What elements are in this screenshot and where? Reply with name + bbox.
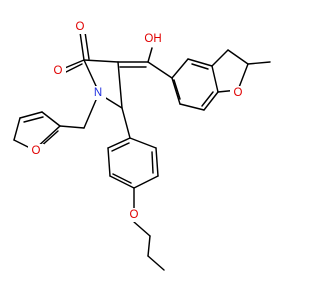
bond-ar-inner3 <box>173 79 181 100</box>
bond-oether-c1 <box>133 221 151 237</box>
bond-df3 <box>237 63 249 91</box>
atom-nitrogen: N <box>94 87 102 99</box>
bond-ph6 <box>107 137 131 149</box>
atom-o-ether: O <box>130 209 139 221</box>
bond-c4-c5 <box>117 61 123 109</box>
bond-c2-c3 <box>83 59 97 87</box>
bond-exo-oh <box>147 47 153 63</box>
bond-ph2 <box>155 147 159 177</box>
bond-ar-inner2 <box>201 91 214 107</box>
bond-ar1 <box>171 58 189 79</box>
bond-ph-inner3 <box>111 142 130 152</box>
bond-ph1 <box>129 137 157 149</box>
atom-hydroxyl: OH <box>144 33 161 45</box>
bond-fu1 <box>41 111 61 127</box>
bond-ar3 <box>211 65 219 93</box>
bond-fu-inner1 <box>23 116 44 123</box>
bond-df1 <box>211 49 229 67</box>
bond-exo-aryl <box>147 61 173 79</box>
bond-methyl <box>247 61 271 65</box>
bond-ar2 <box>187 58 213 67</box>
bond-ph5 <box>107 147 111 177</box>
bond-c3-o-double-a <box>79 31 85 61</box>
bond-ch2-furan <box>59 125 85 129</box>
bond-c5-ph <box>121 107 131 139</box>
molecule-diagram: O O OH N O O O <box>13 20 271 271</box>
bond-ph3 <box>133 175 159 189</box>
bond-ph-inner2 <box>112 173 132 184</box>
bond-ph4 <box>109 175 135 189</box>
atom-o-ketone: O <box>76 21 85 33</box>
bond-fu2 <box>19 111 43 119</box>
bond-c3-o-double-b <box>84 31 90 60</box>
bond-propyl-c2c3 <box>147 255 165 271</box>
atom-o-furan: O <box>32 145 41 157</box>
bond-ar-inner1 <box>191 63 209 70</box>
bond-ar4 <box>203 91 219 111</box>
atom-o-lactam: O <box>54 65 63 77</box>
atom-o-dihydrofuran: O <box>234 87 243 99</box>
bond-fu3 <box>13 117 21 141</box>
bond-ar5 <box>179 103 205 111</box>
bond-propyl-c1c2 <box>147 235 151 257</box>
bond-n-ch2 <box>83 99 97 129</box>
atom-labels: O O OH N O O O <box>28 20 246 222</box>
bond-ph-inner1 <box>151 151 154 174</box>
bond-df2 <box>227 49 249 65</box>
bond-c3-c4 <box>83 59 119 63</box>
bond-ar6 <box>171 77 181 105</box>
